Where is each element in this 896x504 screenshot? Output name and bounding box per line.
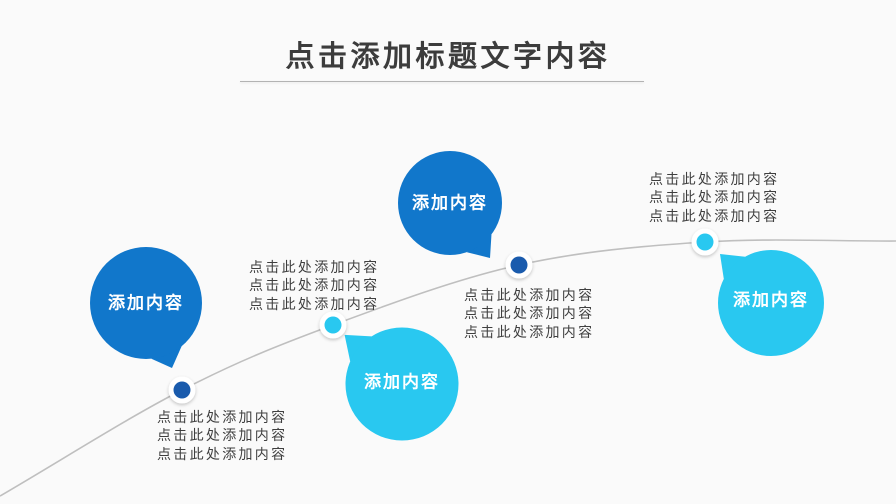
- bubble-2-circle: [398, 151, 502, 255]
- caption-line: 点击此处添加内容: [157, 409, 288, 425]
- caption-line: 点击此处添加内容: [249, 259, 380, 275]
- bubble-2[interactable]: 添加内容: [398, 151, 502, 258]
- bubble-4-tail: [720, 254, 746, 279]
- bubble-1-circle: [90, 247, 202, 359]
- bubble-3-label: 添加内容: [364, 372, 440, 392]
- timeline-dot-1-core: [173, 381, 191, 399]
- bubble-3[interactable]: 添加内容: [344, 327, 459, 441]
- bubble-4-label: 添加内容: [733, 290, 809, 310]
- timeline-dot-2-core: [510, 256, 528, 274]
- caption-line: 点击此处添加内容: [649, 171, 780, 187]
- caption-line: 点击此处添加内容: [157, 427, 288, 444]
- caption-line: 点击此处添加内容: [249, 295, 380, 312]
- timeline-dot-3-core: [324, 316, 342, 334]
- caption-block-1[interactable]: 点击此处添加内容 点击此处添加内容 点击此处添加内容: [157, 408, 307, 463]
- bubble-1-tail: [151, 346, 182, 368]
- caption-line: 点击此处添加内容: [649, 207, 780, 224]
- caption-line: 点击此处添加内容: [249, 277, 380, 294]
- timeline-dot-3: [319, 311, 347, 339]
- caption-block-2[interactable]: 点击此处添加内容 点击此处添加内容 点击此处添加内容: [249, 258, 399, 313]
- caption-line: 点击此处添加内容: [464, 305, 595, 322]
- caption-line: 点击此处添加内容: [464, 323, 595, 340]
- bubble-4-circle: [718, 250, 824, 356]
- bubble-3-circle: [345, 327, 459, 441]
- bubble-4[interactable]: 添加内容: [718, 250, 824, 356]
- bubble-1-label: 添加内容: [108, 293, 184, 313]
- timeline-dot-2: [505, 251, 533, 279]
- slide-title[interactable]: 点击添加标题文字内容: [285, 41, 611, 73]
- timeline-curve: [0, 239, 896, 497]
- caption-line: 点击此处添加内容: [649, 189, 780, 206]
- caption-block-4[interactable]: 点击此处添加内容 点击此处添加内容 点击此处添加内容: [649, 170, 799, 225]
- timeline-dot-4-core: [696, 233, 714, 251]
- timeline-dot-4: [691, 228, 719, 256]
- caption-block-3[interactable]: 点击此处添加内容 点击此处添加内容 点击此处添加内容: [464, 286, 614, 341]
- caption-line: 点击此处添加内容: [464, 287, 595, 303]
- bubble-2-label: 添加内容: [412, 193, 488, 213]
- timeline-dot-1: [168, 376, 196, 404]
- title-divider: [240, 81, 644, 82]
- bubble-1[interactable]: 添加内容: [90, 247, 202, 368]
- caption-line: 点击此处添加内容: [157, 445, 288, 462]
